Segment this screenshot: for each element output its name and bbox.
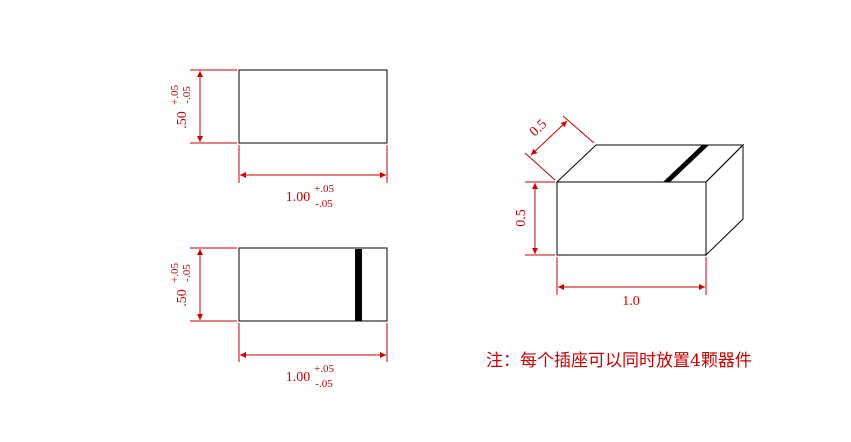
iso-depth-ext-front — [524, 152, 556, 181]
bottom-view-width-nominal: 1.00 — [286, 370, 311, 385]
top-view-height-tol-plus: +.05 — [169, 85, 181, 105]
iso-length-label: 1.0 — [622, 294, 640, 309]
bottom-view: .50 +.05 -.05 1.00 +.05 -.05 — [169, 247, 388, 390]
iso-depth-ext-back — [562, 115, 595, 144]
bottom-view-height-tol-minus: -.05 — [181, 264, 193, 282]
top-view-height-tol-minus: -.05 — [181, 86, 193, 104]
top-view: .50 +.05 -.05 1.00 +.05 -.05 — [169, 69, 388, 210]
iso-right-face — [705, 143, 744, 257]
top-view-width-tol-plus: +.05 — [314, 183, 334, 195]
polarity-band — [355, 249, 362, 321]
isometric-view: 0.5 0.5 1.0 — [514, 115, 745, 309]
top-view-width-nominal: 1.00 — [286, 190, 311, 205]
top-view-height-label: .50 +.05 -.05 — [169, 85, 193, 129]
top-view-height-nominal: .50 — [175, 111, 190, 129]
assembly-note: 注：每个插座可以同时放置4颗器件 — [486, 351, 752, 371]
bottom-view-body — [238, 247, 388, 322]
iso-top-face — [555, 144, 745, 183]
iso-polarity-band — [663, 145, 709, 182]
iso-depth-dim-line — [530, 120, 568, 156]
iso-front-face — [556, 181, 707, 256]
bottom-view-height-tol-plus: +.05 — [169, 263, 181, 283]
iso-depth-label: 0.5 — [527, 117, 550, 140]
bottom-view-width-tol-plus: +.05 — [314, 363, 334, 375]
bottom-view-height-label: .50 +.05 -.05 — [169, 263, 193, 307]
bottom-view-height-nominal: .50 — [175, 289, 190, 307]
bottom-view-width-tol-minus: -.05 — [315, 378, 333, 390]
iso-height-label: 0.5 — [514, 209, 529, 227]
top-view-body — [238, 69, 388, 144]
top-view-width-tol-minus: -.05 — [315, 198, 333, 210]
